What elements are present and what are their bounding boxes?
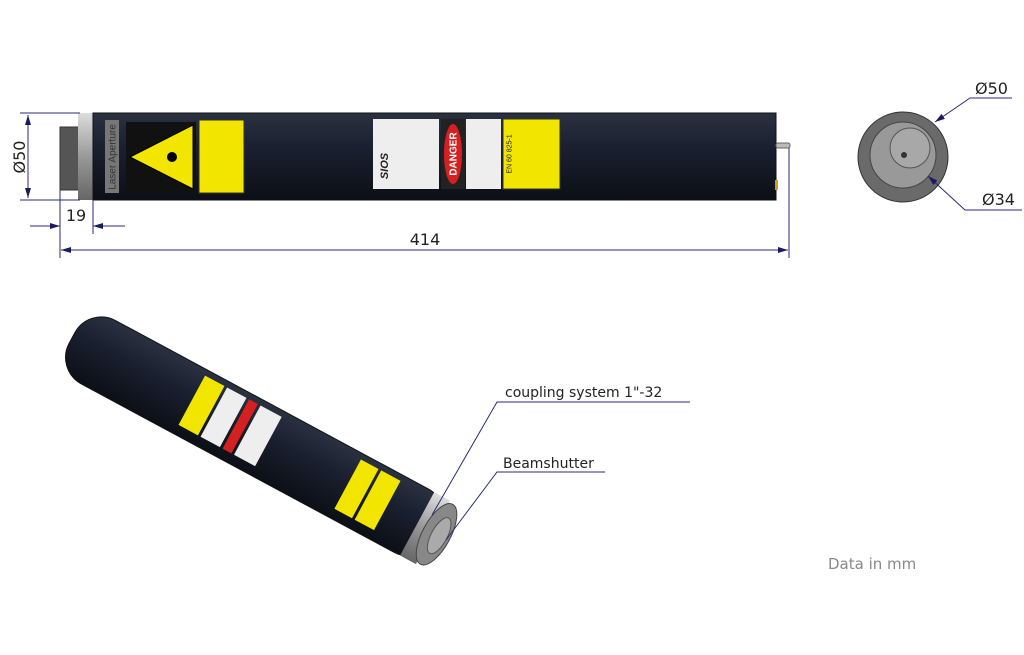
rear-rod — [775, 142, 791, 149]
standard-text: EN 60 825-1 — [507, 134, 514, 173]
yellow-warning-label — [198, 119, 245, 194]
sios-label — [373, 119, 439, 189]
isometric-view — [65, 316, 458, 566]
dim-end-outer-diameter: Ø50 — [975, 79, 1008, 98]
radiation-label — [466, 119, 501, 189]
side-view: Laser Aperture SIOS DANGER EN 60 825-1 Ø… — [10, 112, 791, 258]
callout-beamshutter: Beamshutter — [503, 456, 594, 472]
callout-leaders — [431, 401, 690, 541]
dim-cap-length: 19 — [66, 206, 86, 225]
dim-side-diameter: Ø50 — [10, 141, 29, 174]
aperture-label-text: Laser Aperture — [108, 124, 119, 190]
specification-label — [502, 118, 561, 190]
coupler — [59, 126, 81, 191]
units-note: Data in mm — [828, 555, 916, 573]
sios-logo-text: SIOS — [379, 152, 391, 179]
end-view: Ø50 Ø34 — [857, 79, 1022, 211]
dim-end-inner-diameter: Ø34 — [982, 190, 1015, 209]
aperture-label — [105, 120, 119, 193]
laser-warning-icon — [128, 124, 194, 190]
callout-coupling-system: coupling system 1"-32 — [505, 385, 662, 401]
laser-burst-icon — [167, 152, 177, 162]
rear-connector — [775, 180, 778, 190]
dim-total-length: 414 — [410, 230, 441, 249]
danger-badge — [444, 124, 462, 184]
end-cap — [78, 113, 94, 200]
dimension-lines — [20, 112, 790, 258]
danger-text: DANGER — [449, 132, 460, 176]
